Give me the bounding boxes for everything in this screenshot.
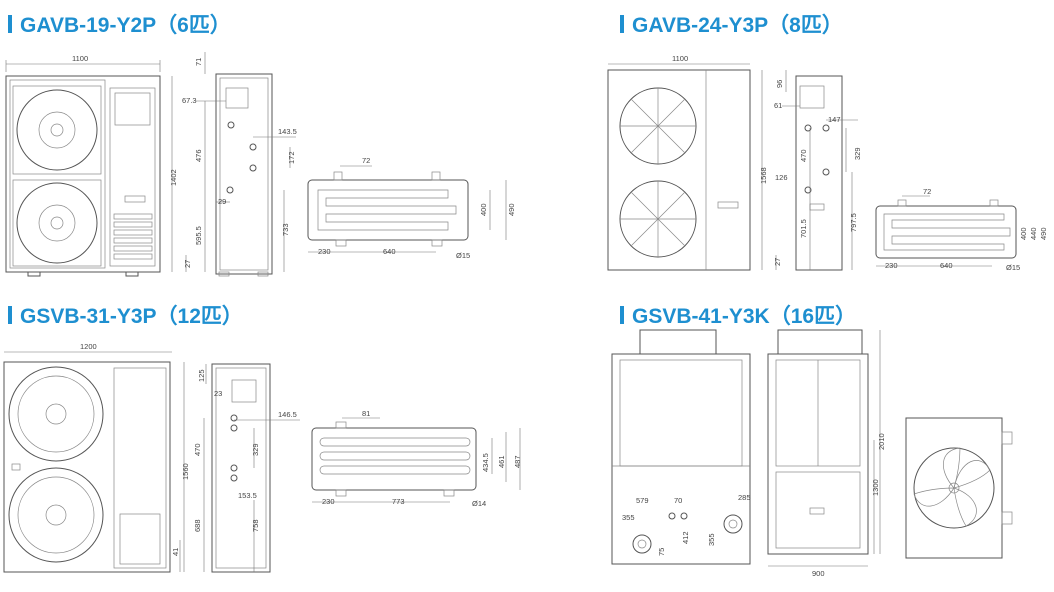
- model-title-text: GSVB-31-Y3P（12匹）: [20, 305, 243, 328]
- dim-height-lower: 701.5: [799, 219, 808, 238]
- dim-lower-pipe: 29: [218, 197, 226, 206]
- dim-span: 640: [940, 261, 953, 270]
- dim-f: 412: [681, 531, 690, 544]
- dim-height-upper: 470: [799, 149, 808, 162]
- dim-height-lower: 595.5: [194, 226, 203, 245]
- dim-tube-offset: 72: [362, 156, 370, 165]
- dim-b: 70: [674, 496, 682, 505]
- drawing-model-2-front: 1100 1568 27: [607, 54, 782, 271]
- dim-height-lower: 688: [193, 519, 202, 532]
- dim-g: 355: [707, 533, 716, 546]
- drawing-model-4-front: 579 70 285 355 75 412 355: [611, 329, 751, 565]
- dim-lower-pipe: 126: [775, 173, 788, 182]
- dim-width: 1100: [72, 54, 88, 63]
- drawing-model-3-top: 81 230 773 Ø14 434.5 461 487: [311, 409, 522, 508]
- dim-pipe-gap: 172: [287, 151, 296, 164]
- dim-tube-height-b: 461: [497, 455, 506, 468]
- dim-e: 75: [657, 548, 666, 556]
- drawing-model-2-side: 96 61 147 470 329 126 701.5 797.5: [774, 70, 862, 271]
- model-title-text: GAVB-24-Y3P（8匹）: [632, 14, 843, 37]
- dim-tube-height-b: 490: [507, 203, 516, 216]
- dim-side-height: 797.5: [849, 213, 858, 232]
- drawing-model-2-top: 72 230 640 Ø15 400 440 490: [875, 187, 1048, 272]
- dim-side-height: 733: [281, 223, 290, 236]
- dim-height-upper: 470: [193, 443, 202, 456]
- dim-span: 773: [392, 497, 405, 506]
- dim-hole: Ø14: [472, 499, 486, 508]
- dim-left-gap: 230: [318, 247, 331, 256]
- dim-lower-pipe: 153.5: [238, 491, 257, 500]
- dim-height-total: 1402: [169, 169, 178, 186]
- dim-c: 285: [738, 493, 751, 502]
- dim-left-gap: 230: [322, 497, 335, 506]
- dim-pipe-offset: 143.5: [278, 127, 297, 136]
- dim-pipe-gap: 329: [251, 443, 260, 456]
- dim-height-upper: 476: [194, 149, 203, 162]
- dim-foot: 41: [171, 548, 180, 556]
- model-title-text: GSVB-41-Y3K（16匹）: [632, 305, 857, 328]
- dim-tube-height-a: 434.5: [481, 453, 490, 472]
- drawing-model-1-front: 1100 1402 27: [5, 54, 192, 277]
- dim-tube-height-c: 490: [1039, 227, 1048, 240]
- model-title-text: GAVB-19-Y2P（6匹）: [20, 14, 231, 37]
- dim-side-offset: 23: [214, 389, 222, 398]
- drawing-model-4-side: 900 2010 1300: [767, 329, 886, 578]
- dim-d: 355: [622, 513, 635, 522]
- dim-a: 579: [636, 496, 649, 505]
- dim-width: 1100: [672, 54, 688, 63]
- dim-pipe-offset: 146.5: [278, 410, 297, 419]
- drawing-model-1-top: 72 230 640 Ø15 400 490: [307, 156, 516, 260]
- dim-side-offset: 61: [774, 101, 782, 110]
- drawing-model-3-side: 125 23 146.5 470 329 153.5 688 758: [193, 363, 300, 573]
- drawing-model-1-side: 71 67.3 476 595.5 29 143.5 172 733: [182, 52, 297, 277]
- dim-height-part: 1300: [871, 479, 880, 496]
- dim-tube-offset: 72: [923, 187, 931, 196]
- model-title-4: GSVB-41-Y3K（16匹）: [620, 300, 856, 330]
- title-bar-marker: [8, 306, 12, 324]
- dim-width: 900: [812, 569, 825, 578]
- dim-foot: 27: [773, 258, 782, 266]
- dim-tube-height-b: 440: [1029, 227, 1038, 240]
- drawing-model-3-front: 1200 1560 41: [3, 342, 190, 573]
- dim-top: 71: [194, 58, 203, 66]
- model-title-1: GAVB-19-Y2P（6匹）: [8, 9, 231, 39]
- drawing-model-4-fan-view: [905, 417, 1013, 559]
- dim-pipe-offset: 147: [828, 115, 841, 124]
- dim-tube-height-c: 487: [513, 455, 522, 468]
- dim-width: 1200: [80, 342, 97, 351]
- dim-foot: 27: [183, 260, 192, 268]
- dim-span: 640: [383, 247, 396, 256]
- dim-top: 96: [775, 80, 784, 88]
- title-bar-marker: [620, 306, 624, 324]
- dim-tube-height-a: 400: [479, 203, 488, 216]
- dim-pipe-gap: 329: [853, 147, 862, 160]
- model-title-2: GAVB-24-Y3P（8匹）: [620, 9, 843, 39]
- dim-side-offset: 67.3: [182, 96, 197, 105]
- dim-side-height: 758: [251, 519, 260, 532]
- dim-height-total: 1560: [181, 463, 190, 480]
- dim-height-total: 2010: [877, 433, 886, 450]
- dim-hole: Ø15: [456, 251, 470, 260]
- title-bar-marker: [620, 15, 624, 33]
- dim-hole: Ø15: [1006, 263, 1020, 272]
- model-title-3: GSVB-31-Y3P（12匹）: [8, 300, 243, 330]
- dim-height-total: 1568: [759, 167, 768, 184]
- title-bar-marker: [8, 15, 12, 33]
- dim-tube-offset: 81: [362, 409, 370, 418]
- dim-top: 125: [197, 369, 206, 382]
- dim-left-gap: 230: [885, 261, 898, 270]
- dim-tube-height-a: 400: [1019, 227, 1028, 240]
